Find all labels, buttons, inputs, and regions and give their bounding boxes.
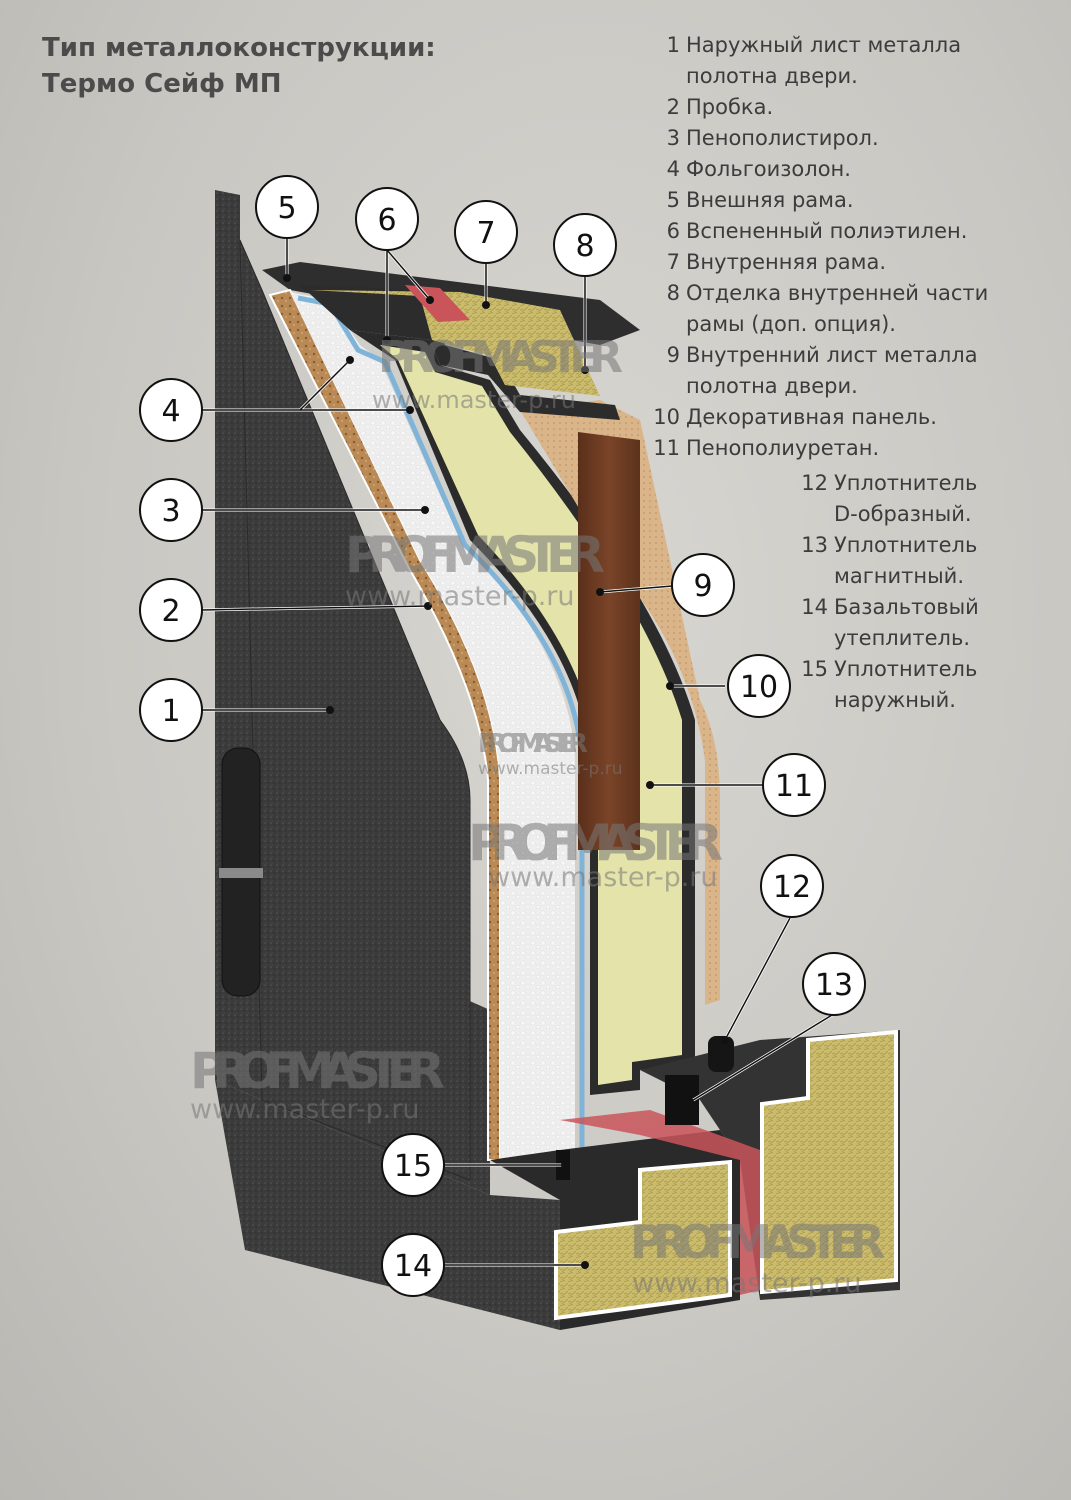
- basalt-bottom-front: [554, 1159, 732, 1321]
- callout-5: 5: [255, 175, 319, 239]
- callout-6: 6: [355, 187, 419, 251]
- polystyrene-layer: [290, 292, 575, 1160]
- callout-14: 14: [381, 1233, 445, 1297]
- watermark-url-6: www.master-p.ru: [632, 1268, 862, 1299]
- callout-10-label: 10: [740, 670, 778, 705]
- title-line-1: Тип металлоконструкции:: [42, 33, 436, 63]
- callout-13-label: 13: [815, 968, 853, 1003]
- inner-frame-top: [300, 285, 620, 420]
- callout-4: 4: [139, 378, 203, 442]
- watermark-brand-3: PROFMASTER: [478, 729, 588, 759]
- hinge-ring: [219, 868, 263, 878]
- foam-polyethylene-bottom: [560, 1110, 760, 1295]
- callout-8-label: 8: [575, 229, 594, 264]
- callout-11-label: 11: [775, 769, 813, 804]
- watermark-url-1: www.master-p.ru: [372, 386, 576, 414]
- title-line-2: Термо Сейф МП: [42, 69, 282, 99]
- watermark-url-3: www.master-p.ru: [478, 759, 623, 779]
- watermark-brand-5: PROFMASTER: [190, 1042, 445, 1100]
- callout-12-label: 12: [773, 870, 811, 905]
- foam-polyethylene-top: [405, 285, 470, 322]
- polyurethane-layer: [380, 345, 682, 1085]
- watermark-brand-6: PROFMASTER: [630, 1215, 885, 1269]
- callout-10: 10: [727, 654, 791, 718]
- interior-wood-trim: [578, 420, 640, 850]
- callout-9: 9: [671, 553, 735, 617]
- callout-8: 8: [553, 213, 617, 277]
- callout-1: 1: [139, 678, 203, 742]
- callout-7: 7: [454, 200, 518, 264]
- callout-3-label: 3: [161, 494, 180, 529]
- watermark-brand-2: PROFMASTER: [345, 526, 605, 584]
- callout-12: 12: [760, 854, 824, 918]
- callout-1-label: 1: [161, 694, 180, 729]
- bottom-frame-outer: [215, 1080, 560, 1330]
- callout-13: 13: [802, 952, 866, 1016]
- watermark-url-4: www.master-p.ru: [488, 862, 718, 893]
- callout-2: 2: [139, 578, 203, 642]
- callout-11: 11: [762, 753, 826, 817]
- door-leaf-face: [239, 239, 471, 1181]
- callout-6-label: 6: [377, 203, 396, 238]
- watermarks: PROFMASTER www.master-p.ru PROFMASTER ww…: [190, 332, 885, 1299]
- diagram-title: Тип металлоконструкции: Термо Сейф МП: [42, 30, 436, 102]
- callout-9-label: 9: [693, 569, 712, 604]
- watermark-url-5: www.master-p.ru: [190, 1094, 420, 1125]
- d-seal: [708, 1036, 734, 1072]
- watermark-brand-4: PROFMASTER: [468, 814, 723, 872]
- callout-3: 3: [139, 478, 203, 542]
- watermark-brand-1: PROFMASTER: [378, 332, 623, 383]
- callout-7-label: 7: [476, 216, 495, 251]
- callout-4-label: 4: [161, 394, 180, 429]
- watermark-url-2: www.master-p.ru: [345, 581, 575, 612]
- callout-5-label: 5: [277, 191, 296, 226]
- callouts: 1 2 3 4 5 6 7 8 9 10 11 12 13 14 15: [139, 175, 866, 1297]
- callout-15-label: 15: [394, 1149, 432, 1184]
- callout-2-label: 2: [161, 594, 180, 629]
- callout-15: 15: [381, 1133, 445, 1197]
- basalt-bottom-back: [760, 1029, 898, 1295]
- frame-basalt-top: [310, 290, 600, 396]
- callout-14-label: 14: [394, 1249, 432, 1284]
